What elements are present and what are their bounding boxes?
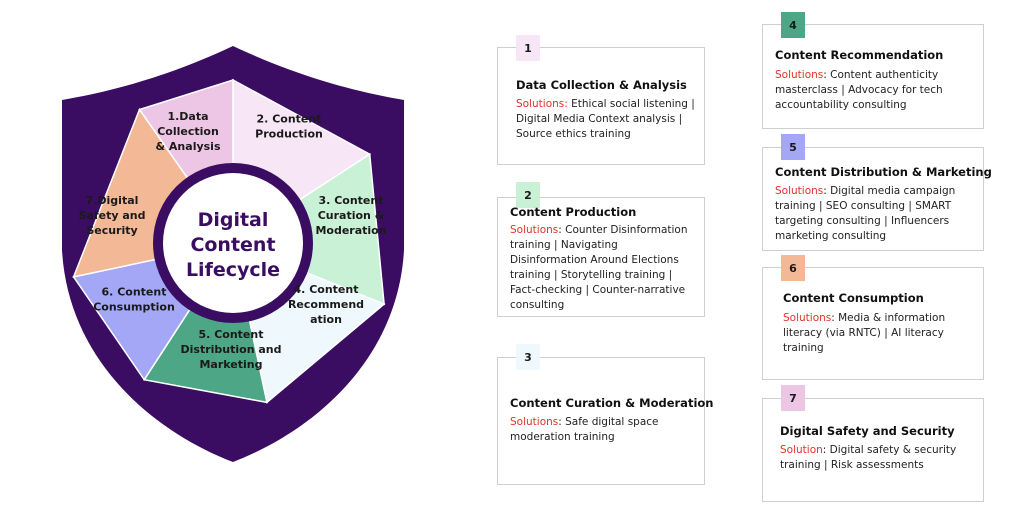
solutions-text: : Content authenticity masterclass | Adv…: [775, 69, 943, 111]
stage-card-4: 4 Content Recommendation Solutions: Cont…: [762, 12, 984, 129]
solutions-text: : Digital safety & security training | R…: [780, 444, 957, 471]
segment-label-5: 5. Content: [199, 328, 264, 341]
stage-badge: 7: [781, 385, 805, 411]
stage-solutions: Solutions: Digital media campaign traini…: [775, 184, 975, 244]
segment-label-3: 3. Content: [319, 194, 384, 207]
segment-label-2: Production: [255, 128, 323, 141]
segment-label-3: Curation &: [318, 209, 385, 222]
segment-label-1: Collection: [157, 125, 219, 138]
stage-badge: 5: [781, 134, 805, 160]
stage-card-3: 3 Content Curation & Moderation Solution…: [497, 344, 714, 485]
segment-label-1: & Analysis: [156, 140, 221, 153]
solutions-text: : Counter Disinformation training | Navi…: [510, 224, 688, 311]
stage-card-6: 6 Content Consumption Solutions: Media &…: [762, 255, 984, 380]
solutions-label: Solutions: [510, 416, 559, 428]
solutions-label: Solution: [780, 444, 823, 456]
center-title-line: Content: [190, 234, 275, 256]
solutions-label: Solutions: [783, 312, 832, 324]
solutions-text: : Media & information literacy (via RNTC…: [783, 312, 946, 354]
solutions-label: Solutions: [775, 185, 824, 197]
segment-label-1: 1.Data: [167, 110, 208, 123]
center-disc: [163, 173, 303, 313]
solutions-text: Ethical social listening | Digital Media…: [516, 98, 695, 140]
solutions-label: Solutions: [775, 69, 824, 81]
stage-title: Content Curation & Moderation: [510, 396, 714, 410]
stage-badge: 6: [781, 255, 805, 281]
segment-label-5: Distribution and: [181, 343, 282, 356]
stage-badge: 2: [516, 182, 540, 208]
stage-card-5: 5 Content Distribution & Marketing Solut…: [762, 134, 992, 251]
stage-solutions: Solution: Digital safety & security trai…: [780, 443, 975, 473]
segment-label-4: ation: [310, 313, 342, 326]
stage-title: Content Production: [510, 205, 637, 219]
segment-label-5: Marketing: [199, 358, 262, 371]
segment-label-6: 6. Content: [102, 286, 167, 299]
stage-badge: 3: [516, 344, 540, 370]
solutions-text: : Safe digital space moderation training: [510, 416, 659, 443]
stage-solutions: Solutions: Ethical social listening | Di…: [516, 97, 696, 142]
stage-card-2: 2 Content Production Solutions: Counter …: [497, 182, 705, 317]
stage-card-1: 1 Data Collection & Analysis Solutions: …: [497, 35, 705, 165]
solutions-label: Solutions: [510, 224, 559, 236]
solutions-text: : Digital media campaign training | SEO …: [775, 185, 956, 242]
stage-solutions: Solutions: Safe digital space moderation…: [510, 415, 696, 445]
stage-solutions: Solutions: Content authenticity mastercl…: [775, 68, 975, 113]
stage-title: Digital Safety and Security: [780, 424, 955, 438]
segment-label-6: Consumption: [93, 301, 175, 314]
stage-title: Content Recommendation: [775, 48, 944, 62]
solutions-label: Solutions:: [516, 98, 568, 110]
segment-label-7: 7.Digital: [86, 194, 139, 207]
stage-solutions: Solutions: Counter Disinformation traini…: [510, 223, 696, 313]
segment-label-3: Moderation: [315, 224, 386, 237]
segment-label-7: Safety and: [79, 209, 146, 222]
stage-solutions: Solutions: Media & information literacy …: [783, 311, 975, 356]
segment-label-4: 4. Content: [294, 283, 359, 296]
center-title-line: Digital: [198, 209, 269, 231]
stage-badge: 1: [516, 35, 540, 61]
stage-title: Content Distribution & Marketing: [775, 165, 992, 179]
stage-title: Content Consumption: [783, 291, 924, 305]
stage-badge: 4: [781, 12, 805, 38]
center-title: Digital Content Lifecycle: [186, 209, 280, 281]
segment-label-7: Security: [86, 224, 137, 237]
segment-label-2: 2. Content: [257, 113, 322, 126]
center-title-line: Lifecycle: [186, 259, 280, 281]
stage-title: Data Collection & Analysis: [516, 78, 687, 92]
segment-label-4: Recommend: [288, 298, 364, 311]
stage-card-7: 7 Digital Safety and Security Solution: …: [762, 385, 984, 502]
